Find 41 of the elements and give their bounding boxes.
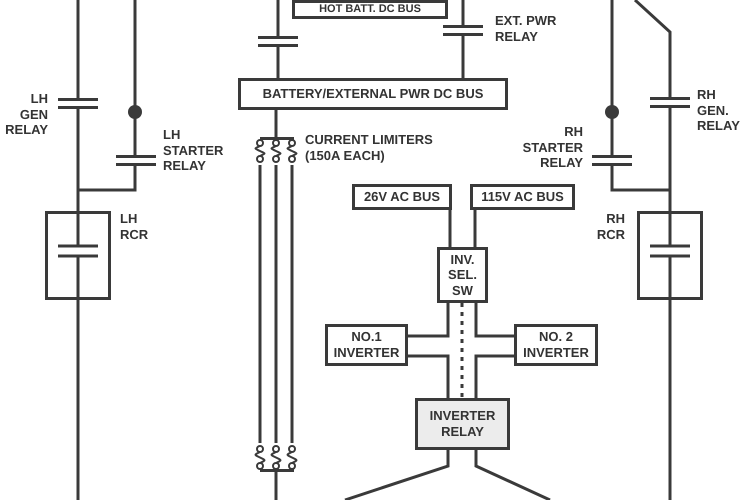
wire [408,303,450,338]
wire [76,0,80,98]
wire [474,210,476,247]
wire [258,165,262,443]
wire [276,0,280,36]
component-label: CURRENT LIMITERS (150A EACH) [305,132,434,164]
wire [474,450,551,500]
bus-box: BATTERY/EXTERNAL PWR DC BUS [238,78,508,110]
relay-label: RH GEN. RELAY [697,87,740,134]
wire [276,47,280,78]
wire [610,0,614,155]
bus-box: 26V AC BUS [352,184,452,210]
relay-label: LH STARTER RELAY [163,127,224,174]
relay-label: RH STARTER RELAY [522,124,583,171]
wire [448,210,452,247]
wire [408,354,450,398]
wire [668,300,672,500]
relay-label: EXT. PWR RELAY [495,13,558,44]
wire [274,472,278,500]
wire [462,0,464,25]
relay-label: LH GEN RELAY [5,91,48,138]
bus-box: HOT BATT. DC BUS [292,0,448,19]
wire [274,110,278,137]
dashed-wire [460,303,464,398]
wire [76,300,80,500]
wire [474,354,514,398]
wire [76,166,136,211]
relay-box: INVERTER RELAY [415,398,510,450]
wire [634,0,672,97]
wire [462,36,464,78]
bus-box: 115V AC BUS [470,184,575,210]
wire [344,450,450,500]
relay-label: LH RCR [120,211,148,242]
inverter-box: NO. 2 INVERTER [514,324,598,366]
wire [134,0,136,155]
wire [290,165,294,443]
relay-label: RH RCR [596,211,625,242]
wire [474,303,514,338]
switch-box: INV. SEL. SW [437,247,488,303]
wire [274,165,278,443]
inverter-box: NO.1 INVERTER [325,324,408,366]
